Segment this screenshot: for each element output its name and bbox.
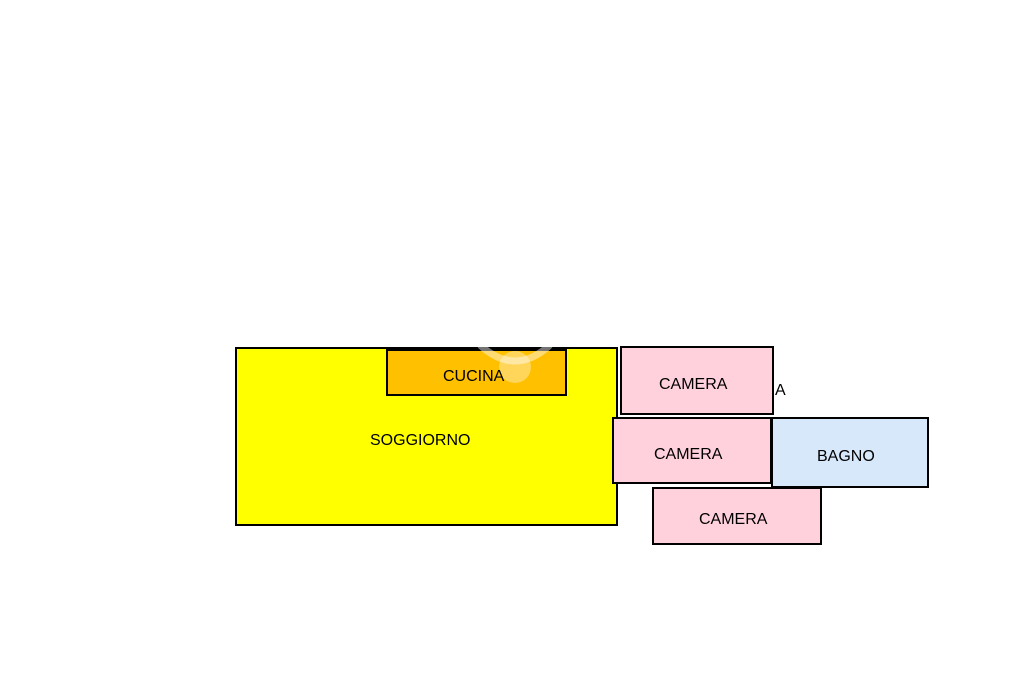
label-fragment: A: [775, 382, 786, 399]
room-camera-3: [652, 487, 822, 545]
label-camera-3: CAMERA: [699, 511, 768, 528]
label-bagno: BAGNO: [817, 448, 875, 465]
label-camera-2: CAMERA: [654, 446, 723, 463]
label-soggiorno: SOGGIORNO: [370, 432, 471, 449]
room-cucina: [386, 349, 567, 396]
room-camera-1: [620, 346, 774, 415]
label-cucina: CUCINA: [443, 368, 505, 385]
label-camera-1: CAMERA: [659, 376, 728, 393]
room-bagno: [771, 417, 929, 488]
